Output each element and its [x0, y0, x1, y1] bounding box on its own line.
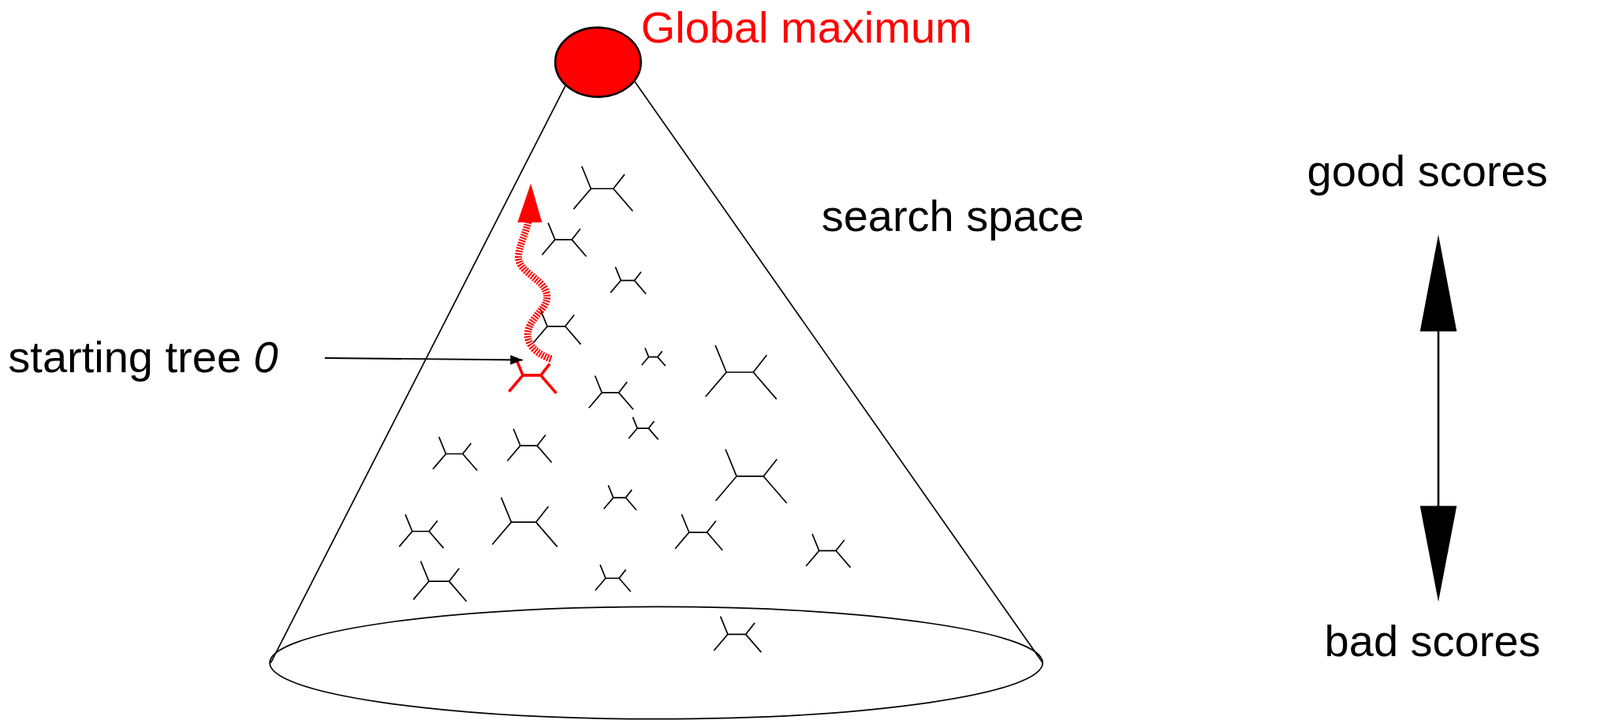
pointer-label: starting tree 0 [7, 331, 278, 383]
tree-glyph [399, 514, 444, 549]
cone-side [634, 81, 1043, 663]
cone-side [270, 85, 566, 664]
tree-glyph [595, 564, 631, 592]
tree-glyph [716, 449, 787, 504]
tree-glyph [413, 561, 467, 602]
tree-glyph [641, 347, 666, 366]
peak-label: Global maximum [641, 2, 973, 53]
tree-glyph [713, 616, 761, 653]
global-maximum-circle [555, 27, 642, 97]
tree-glyph [628, 417, 659, 440]
tree-glyph [805, 533, 851, 568]
cone-base [269, 606, 1043, 719]
tree-glyph [573, 166, 633, 212]
starting-tree-glyph [508, 357, 556, 394]
tree-glyph [675, 514, 723, 551]
tree-glyph [432, 436, 478, 471]
tree-glyphs [399, 166, 851, 653]
tree-glyph [589, 376, 634, 411]
region-label: search space [821, 190, 1085, 242]
search-path-head [517, 183, 542, 223]
score-axis-head [1420, 234, 1458, 332]
leader-arrow [324, 358, 523, 361]
axis-label: bad scores [1324, 615, 1541, 666]
search-path [518, 218, 552, 359]
axis-label: good scores [1307, 145, 1548, 197]
tree-glyph [541, 223, 586, 258]
score-axis [1437, 326, 1440, 511]
tree-glyph [705, 345, 777, 400]
tree-glyph [610, 267, 646, 295]
tree-glyph [492, 497, 558, 548]
tree-glyph [604, 484, 637, 510]
score-axis-head [1420, 505, 1458, 602]
tree-glyph [507, 428, 552, 463]
